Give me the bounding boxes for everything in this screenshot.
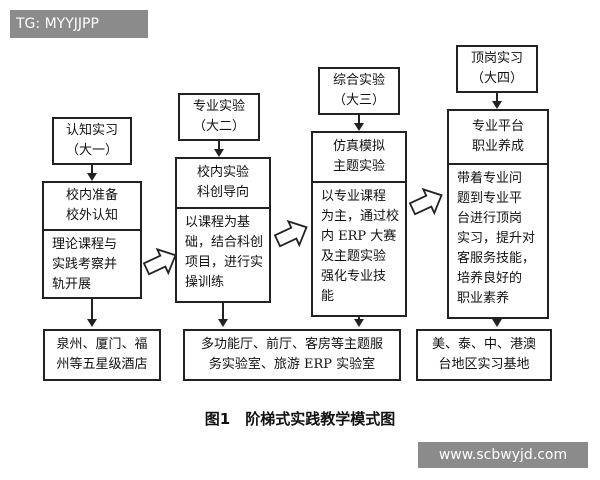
right-arrow-1-2 [142,247,177,276]
stage-4-detail-line: 客服务技能， [457,251,536,266]
down-arrow [214,149,224,157]
connector [218,141,220,151]
down-arrow [492,101,502,109]
stage-4-detail: 带着专业问 题到专业平 台进行顶岗 实习，提升对 客服务技能， 培养良好的 职业… [447,163,549,319]
stage-1-detail: 理论课程与 实践考察并 轨开展 [42,229,142,299]
down-arrow [218,319,228,327]
stage-3-detail-line: 以专业课程 [321,189,387,204]
stage-2-detail-line: 操训练 [185,275,225,290]
stage-2-detail: 以课程为基 础，结合科创 项目，进行实 操训练 [175,207,271,303]
connector [496,93,498,103]
stage-2-header-line: 校内实验 [196,165,249,180]
stage-1-detail-line: 轨开展 [52,277,92,292]
stage-4-detail-line: 台进行顶岗 [457,211,523,226]
watermark-bottom: www.scbwyjd.com [418,442,588,468]
stage-1-header-line: 校内准备 [65,188,118,203]
stage-1-detail-line: 实践考察并 [52,257,118,272]
stage-3-detail: 以专业课程 为主，通过校 内 ERP 大赛 及主题实验 强化专业技 能 [311,181,407,317]
stage-1-detail-line: 理论课程与 [52,237,118,252]
stage-4-label: 顶岗实习 （大四） [456,45,538,93]
connector [91,165,93,175]
right-arrow-2-3 [273,219,308,248]
stage-3-label-line: 综合实验 [332,73,385,88]
connector [358,115,360,125]
bottom-box-line: 多功能厅、前厅、客房等主题服 [200,337,383,352]
stage-3-label-line: （大三） [332,93,385,108]
stage-2-detail-line: 础，结合科创 [185,235,264,250]
stage-4-detail-line: 题到专业平 [457,191,523,206]
bottom-box-line: 州等五星级酒店 [56,357,148,372]
stage-3-detail-line: 能 [321,289,335,304]
bottom-box-line: 台地区实习基地 [438,357,530,372]
down-arrow [354,123,364,131]
bottom-box-hotels: 泉州、厦门、福 州等五星级酒店 [43,329,161,381]
stage-3-detail-line: 为主，通过校 [321,209,400,224]
connector [222,303,224,321]
down-arrow [492,319,502,327]
stage-1-label-line: 认知实习 [65,123,118,138]
stage-2-label: 专业实验 （大二） [178,93,260,141]
stage-3-detail-line: 强化专业技 [321,269,387,284]
bottom-box-labs: 多功能厅、前厅、客房等主题服 务实验室、旅游 ERP 实验室 [183,329,401,381]
stage-4-header-line: 专业平台 [471,119,524,134]
right-arrow-3-4 [408,187,443,216]
stage-1-label-line: （大一） [65,143,118,158]
stage-1-header: 校内准备 校外认知 [42,181,142,231]
stage-4-label-line: （大四） [470,71,523,86]
stage-4-detail-line: 培养良好的 [457,271,523,286]
figure-caption: 图1 阶梯式实践教学模式图 [204,410,396,428]
stage-3-label: 综合实验 （大三） [318,67,400,115]
stage-3-header-line: 仿真模拟 [332,139,385,154]
stage-2-label-line: 专业实验 [192,99,245,114]
stage-4-label-line: 顶岗实习 [470,51,523,66]
watermark-top: TG: MYYJJPP [10,10,148,38]
bottom-box-line: 泉州、厦门、福 [56,337,148,352]
down-arrow [87,319,97,327]
stage-4-detail-line: 带着专业问 [457,171,523,186]
bottom-box-line: 务实验室、旅游 ERP 实验室 [208,357,376,372]
stage-2-detail-line: 以课程为基 [185,215,251,230]
stage-2-label-line: （大二） [192,119,245,134]
bottom-box-bases: 美、泰、中、港澳 台地区实习基地 [416,329,552,381]
stage-3-detail-line: 内 ERP 大赛 [321,229,397,244]
stage-4-header-line: 职业养成 [471,139,524,154]
stage-2-header-line: 科创导向 [196,185,249,200]
stage-1-label: 认知实习 （大一） [52,117,132,165]
stage-3-detail-line: 及主题实验 [321,249,387,264]
stage-3-header: 仿真模拟 主题实验 [311,131,407,183]
stage-3-header-line: 主题实验 [332,159,385,174]
stage-4-detail-line: 实习，提升对 [457,231,536,246]
stage-2-detail-line: 项目，进行实 [185,255,264,270]
down-arrow [87,173,97,181]
bottom-box-line: 美、泰、中、港澳 [431,337,536,352]
connector [91,299,93,321]
stage-1-header-line: 校外认知 [65,208,118,223]
stage-4-detail-line: 职业素养 [457,291,510,306]
down-arrow [354,319,364,327]
stage-4-header: 专业平台 职业养成 [447,109,549,165]
stage-2-header: 校内实验 科创导向 [175,157,271,209]
